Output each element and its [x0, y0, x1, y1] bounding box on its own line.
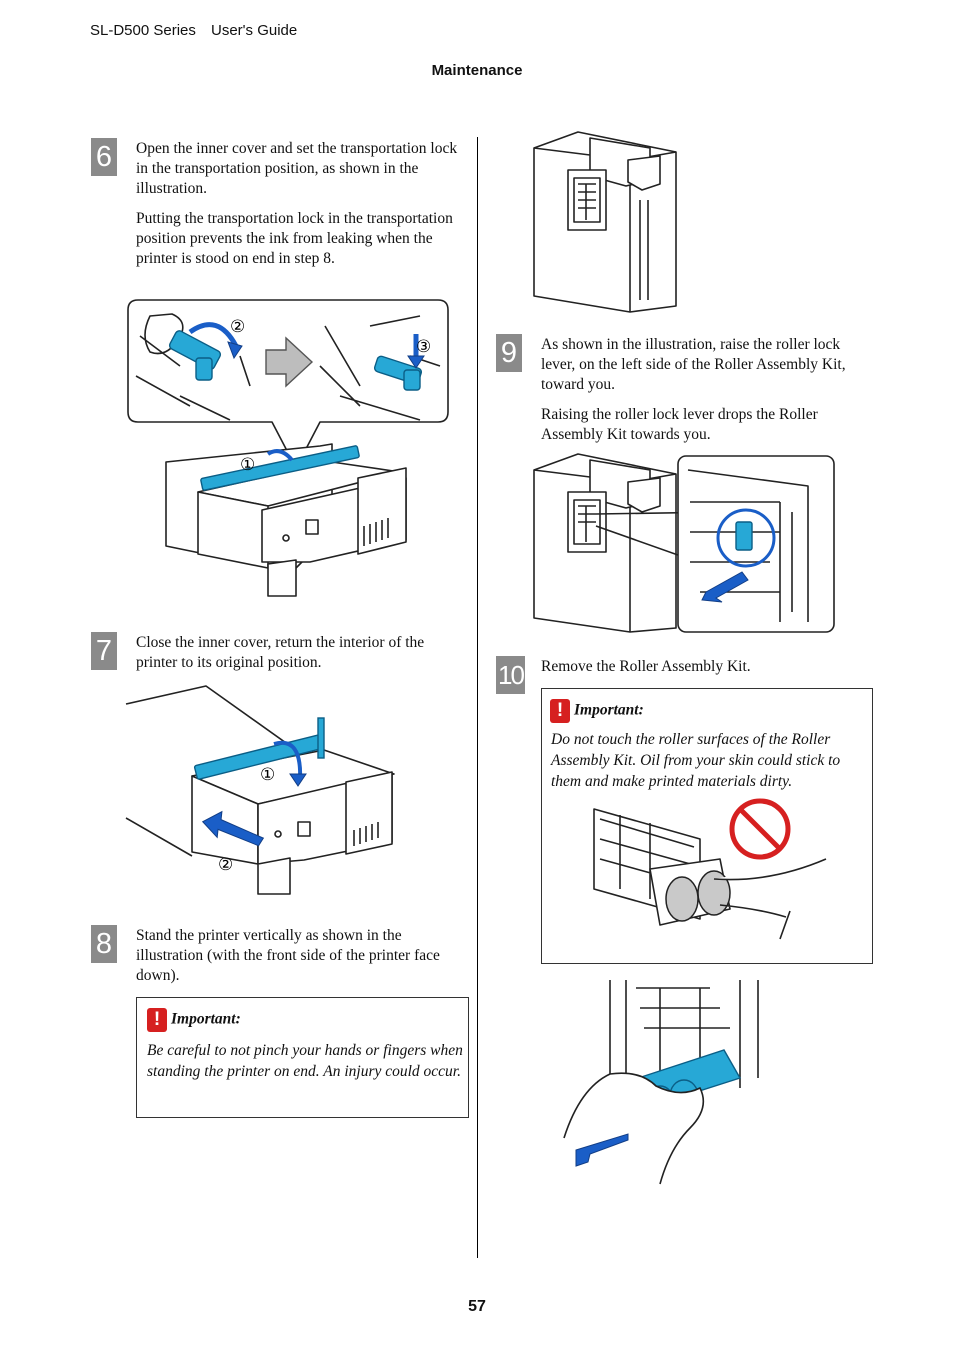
- step-6-text: Open the inner cover and set the transpo…: [136, 140, 458, 197]
- column-divider: [477, 137, 478, 1258]
- important-box-step-10: !Important: Do not touch the roller surf…: [541, 688, 873, 964]
- callout-3: ③: [416, 337, 431, 357]
- step-9-illustration: [533, 453, 835, 633]
- no-symbol-icon: [729, 798, 791, 860]
- standing-printer-illustration: [533, 131, 677, 313]
- step-number-8: 8: [91, 925, 117, 963]
- step-6-note: Putting the transportation lock in the t…: [136, 210, 453, 267]
- roller-touch-illustration: [593, 798, 827, 940]
- step-number-10: 10: [496, 656, 525, 694]
- important-text: Do not touch the roller surfaces of the …: [551, 731, 841, 790]
- step-6-illustration: ① ② ③: [127, 299, 449, 597]
- roller-removal-illustration: [563, 980, 759, 1185]
- section-title: Maintenance: [431, 62, 523, 79]
- header-product: SL-D500 Series: [90, 22, 196, 39]
- exclamation-icon: !: [550, 699, 570, 723]
- important-box-step-8: !Important: Be careful to not pinch your…: [136, 997, 469, 1118]
- step-9-text: As shown in the illustration, raise the …: [541, 336, 846, 393]
- important-title: Important:: [171, 1010, 241, 1028]
- step-number-7: 7: [91, 632, 117, 670]
- step-7-illustration: ① ②: [125, 685, 395, 895]
- step-9-note: Raising the roller lock lever drops the …: [541, 406, 818, 443]
- step-8-text: Stand the printer vertically as shown in…: [136, 927, 440, 984]
- important-heading: !Important:: [550, 699, 644, 723]
- step-10-text: Remove the Roller Assembly Kit.: [541, 658, 751, 675]
- callout-1: ①: [260, 765, 275, 785]
- callout-2: ②: [218, 855, 233, 875]
- header-guide-title: User's Guide: [211, 22, 298, 39]
- step-number-6: 6: [91, 138, 117, 176]
- callout-1: ①: [240, 455, 255, 475]
- step-number-9: 9: [496, 334, 522, 372]
- important-text: Be careful to not pinch your hands or fi…: [147, 1042, 463, 1080]
- callout-2: ②: [230, 317, 245, 337]
- important-heading: !Important:: [147, 1008, 241, 1032]
- exclamation-icon: !: [147, 1008, 167, 1032]
- page-number: 57: [468, 1298, 486, 1315]
- important-title: Important:: [574, 701, 644, 719]
- step-7-text: Close the inner cover, return the interi…: [136, 634, 425, 671]
